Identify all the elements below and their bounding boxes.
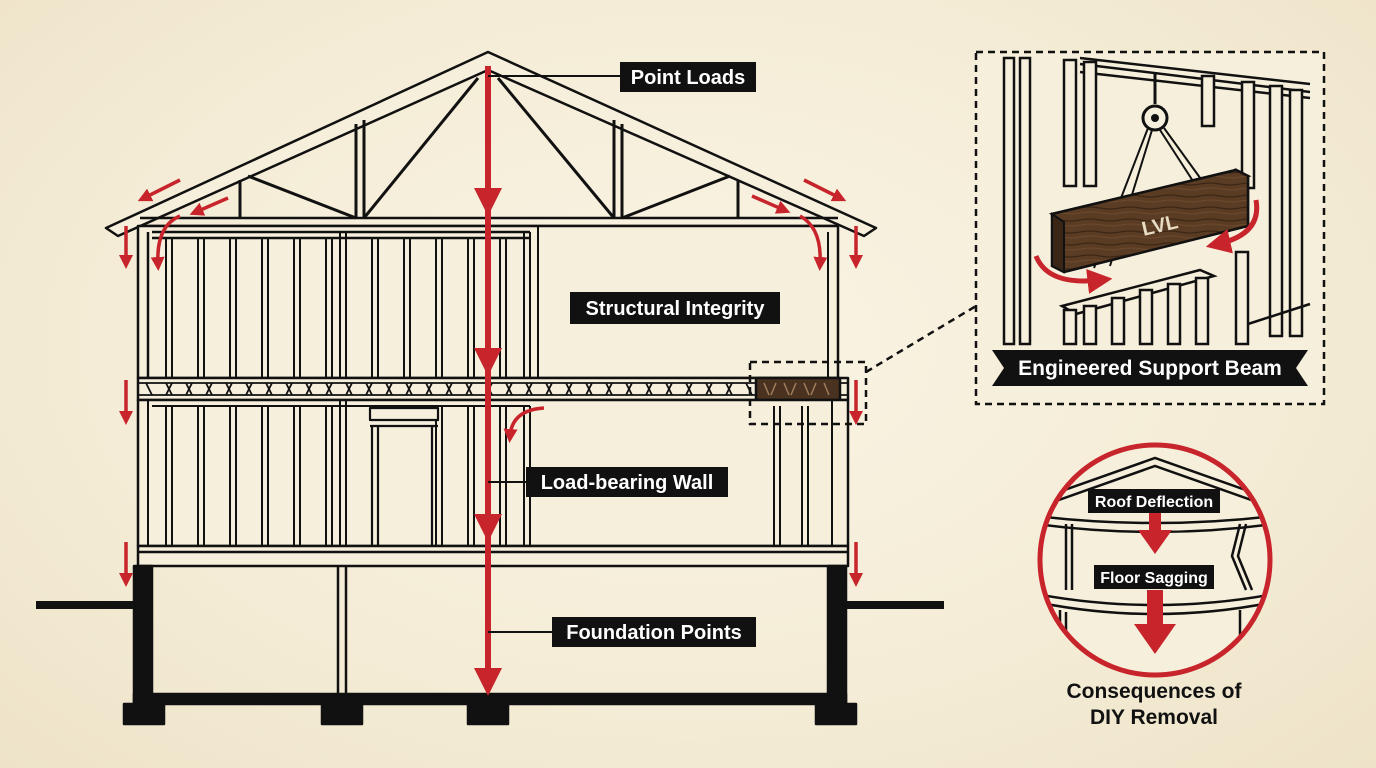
label-floor-sagging: Floor Sagging xyxy=(1100,570,1208,587)
arrowhead-2 xyxy=(474,348,502,376)
joist-blocking xyxy=(138,382,848,396)
beam-callout-box xyxy=(748,360,868,426)
arrowhead-1 xyxy=(474,188,502,216)
footing-2 xyxy=(320,702,364,726)
consequences-circle: Roof Deflection Floor Sagging xyxy=(1037,442,1273,678)
diagram-labels: Point Loads Structural Integrity Load-be… xyxy=(488,62,780,647)
beam-inset: LVL Engineered Support Beam xyxy=(974,50,1326,406)
caption-line2: DIY Removal xyxy=(1090,706,1218,729)
foundation-wall-right xyxy=(826,564,848,706)
label-load-bearing-wall: Load-bearing Wall xyxy=(541,472,714,494)
callout-leader xyxy=(865,304,977,374)
sill-plate xyxy=(136,544,850,568)
caption-line1: Consequences of xyxy=(1066,680,1242,703)
footing-3 xyxy=(466,702,510,726)
inset-banner: Engineered Support Beam xyxy=(1018,357,1282,380)
label-point-loads: Point Loads xyxy=(631,67,745,89)
label-roof-deflection: Roof Deflection xyxy=(1095,494,1213,511)
load-arrows xyxy=(119,66,863,696)
arrowhead-4 xyxy=(474,668,502,696)
footing-1 xyxy=(122,702,166,726)
ground-studs xyxy=(147,400,833,546)
upper-studs xyxy=(165,226,829,378)
label-foundation-points: Foundation Points xyxy=(566,622,742,644)
floor-joist-band xyxy=(136,376,850,402)
label-structural-integrity: Structural Integrity xyxy=(586,298,766,320)
arrowhead-3 xyxy=(474,514,502,542)
lvl-beam-in-frame xyxy=(754,376,842,402)
small-arrows xyxy=(119,178,863,587)
foundation-wall-left xyxy=(132,564,154,706)
footing-4 xyxy=(814,702,858,726)
door-opening xyxy=(368,406,440,546)
truss-webs xyxy=(238,77,740,220)
basement-slab xyxy=(132,692,848,706)
roof-truss-outline xyxy=(104,50,878,238)
